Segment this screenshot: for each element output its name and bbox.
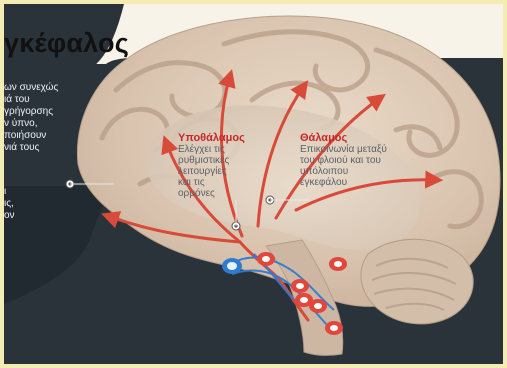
left-caption-line: ις, xyxy=(4,198,66,210)
left-caption-line: γρήγορσης xyxy=(4,106,66,118)
hypothalamus-line: λειτουργίες xyxy=(178,166,245,177)
thalamus-line: Επικοινωνία μεταξύ xyxy=(300,144,387,155)
left-caption-bottom: ι ις, ον xyxy=(4,186,66,222)
hypothalamus-line: ορμόνες xyxy=(178,188,245,199)
hypothalamus-line: και τις xyxy=(178,177,245,188)
thalamus-label: Θάλαμος Επικοινωνία μεταξύ του φλοιού κα… xyxy=(300,133,387,188)
neuron-red-icon xyxy=(291,279,309,293)
left-caption-line: νιά τους xyxy=(4,142,66,154)
neuron-red-icon xyxy=(309,299,327,313)
neuron-red-icon xyxy=(257,252,275,266)
left-caption-line: ποιήσουν xyxy=(4,130,66,142)
hypothalamus-label: Υποθάλαμος Ελέγχει τις ρυθμιστικές λειτο… xyxy=(178,133,245,199)
thalamus-title: Θάλαμος xyxy=(300,133,387,144)
neuron-blue-icon xyxy=(222,258,242,274)
left-caption-line: ι xyxy=(4,186,66,198)
left-caption-line: ιά του xyxy=(4,94,66,106)
hypothalamus-title: Υποθάλαμος xyxy=(178,133,245,144)
left-caption-line: ν ύπνο, xyxy=(4,118,66,130)
left-caption-line: ων συνεχώς xyxy=(4,82,66,94)
thalamus-line: υπόλοιπου xyxy=(300,166,387,177)
left-caption-top: ων συνεχώς ιά του γρήγορσης ν ύπνο, ποιή… xyxy=(4,82,66,154)
neurons-blue xyxy=(222,258,242,274)
neuron-red-icon xyxy=(325,321,343,335)
left-caption-line: ον xyxy=(4,210,66,222)
neuron-red-icon xyxy=(329,257,347,271)
thalamus-line: εγκεφάλου xyxy=(300,177,387,188)
thalamus-line: του φλοιού και του xyxy=(300,155,387,166)
brain-panel: γκέφαλος ων συνεχώς ιά του γρήγορσης ν ύ… xyxy=(4,4,503,364)
hypothalamus-line: ρυθμιστικές xyxy=(178,155,245,166)
page-title: γκέφαλος xyxy=(4,28,129,59)
hypothalamus-line: Ελέγχει τις xyxy=(178,144,245,155)
